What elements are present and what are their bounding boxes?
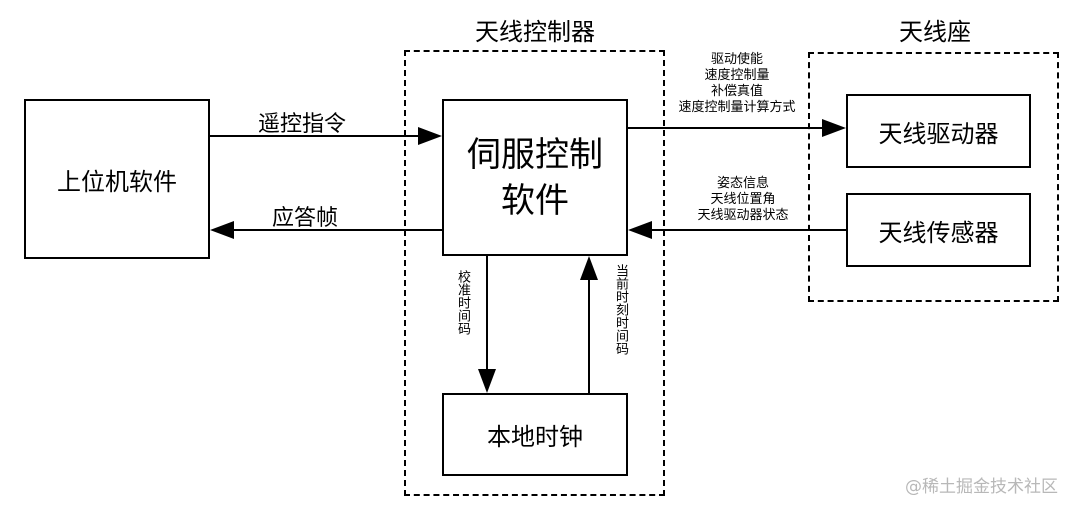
remote-command-label: 遥控指令 <box>258 112 347 137</box>
servo-software-label-line2: 软件 <box>501 180 569 221</box>
controller-group-title: 天线控制器 <box>475 18 595 46</box>
arrowhead-current-time-code <box>580 256 598 280</box>
controller-group <box>404 50 665 496</box>
arrowhead-calib-time-code <box>478 369 496 393</box>
antenna-driver-label: 天线驱动器 <box>878 119 999 148</box>
arrowhead-sensor <box>628 221 652 239</box>
drive-signal-3: 补偿真值 <box>710 84 763 99</box>
response-frame-label: 应答帧 <box>272 206 339 231</box>
sensor-signal-2: 天线位置角 <box>710 192 776 207</box>
host-software-label: 上位机软件 <box>57 167 177 196</box>
host-software-node: 上位机软件 <box>24 99 210 259</box>
sensor-signals-label: 姿态信息 天线位置角 天线驱动器状态 <box>668 176 818 224</box>
servo-software-node: 伺服控制 软件 <box>442 99 628 256</box>
watermark: @稀土掘金技术社区 <box>905 477 1058 497</box>
local-clock-node: 本地时钟 <box>442 393 628 476</box>
sensor-signal-3: 天线驱动器状态 <box>697 208 789 223</box>
local-clock-label: 本地时钟 <box>487 423 583 451</box>
arrowhead-response-frame <box>210 221 234 239</box>
drive-signal-1: 驱动使能 <box>710 52 763 67</box>
pedestal-group <box>808 52 1059 302</box>
calib-time-code-label: 校准时间码 <box>455 270 470 335</box>
arrowhead-remote-command <box>418 127 442 145</box>
servo-software-label-line1: 伺服控制 <box>467 134 603 175</box>
antenna-driver-node: 天线驱动器 <box>846 94 1031 168</box>
arrowhead-drive <box>822 119 846 137</box>
current-time-code-label: 当前时刻时间码 <box>613 264 628 355</box>
pedestal-group-title: 天线座 <box>899 18 971 46</box>
sensor-signal-1: 姿态信息 <box>716 176 769 191</box>
drive-signals-label: 驱动使能 速度控制量 补偿真值 速度控制量计算方式 <box>662 52 812 116</box>
drive-signal-4: 速度控制量计算方式 <box>678 100 796 115</box>
antenna-sensor-label: 天线传感器 <box>878 218 999 247</box>
drive-signal-2: 速度控制量 <box>704 68 770 83</box>
antenna-sensor-node: 天线传感器 <box>846 193 1031 267</box>
